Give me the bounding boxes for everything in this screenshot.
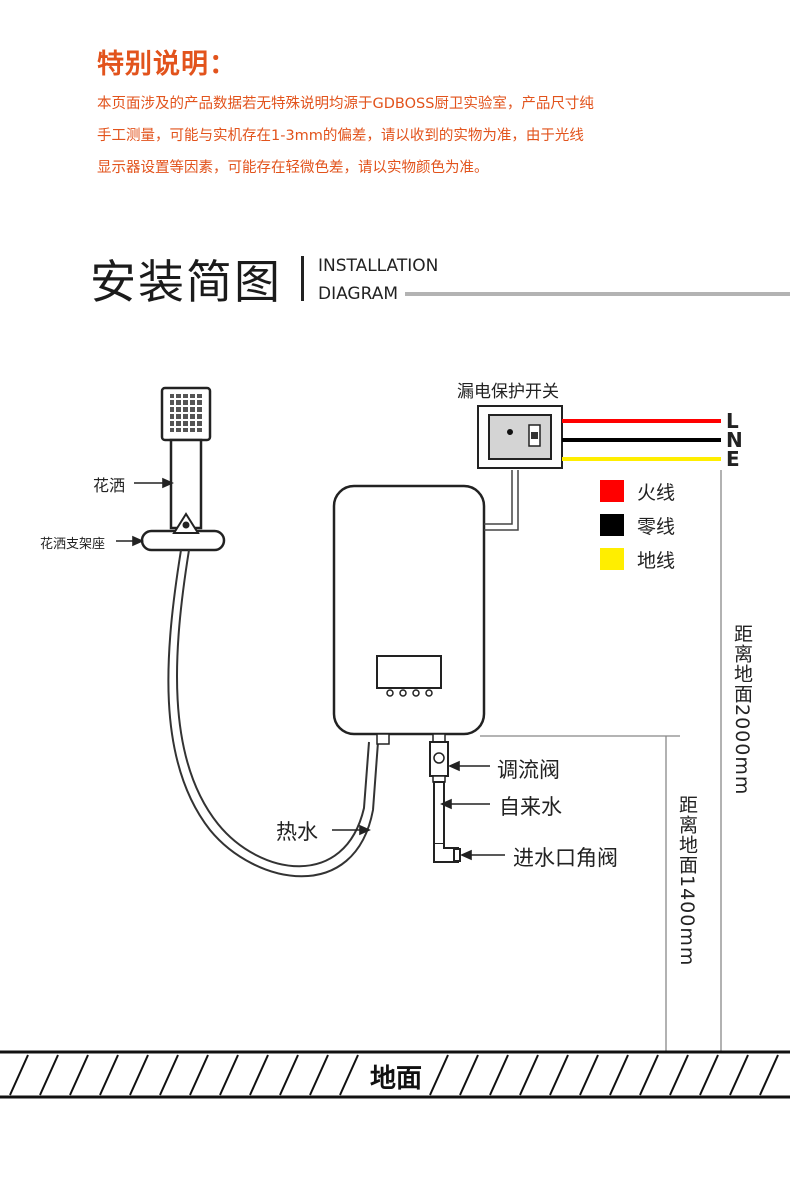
wires bbox=[562, 419, 721, 461]
legend-label-neutral: 零线 bbox=[637, 516, 676, 538]
shower-bracket bbox=[140, 512, 226, 552]
legend-label-ground: 地线 bbox=[637, 550, 676, 572]
section-title: 安装简图 bbox=[90, 255, 282, 309]
notice-title: 特别说明： bbox=[97, 49, 237, 80]
section-divider bbox=[301, 256, 304, 301]
label-height-1400: 距离地面1400mm bbox=[676, 795, 698, 967]
label-leakage-switch: 漏电保护开关 bbox=[457, 382, 559, 402]
hot-water-outlet bbox=[376, 733, 390, 745]
power-cable bbox=[484, 470, 519, 531]
section-subtitle-line1: INSTALLATION bbox=[318, 256, 439, 276]
label-hot-water: 热水 bbox=[276, 820, 318, 844]
notice-line: 手工测量，可能与实机存在1-3mm的偏差，请以收到的实物为准，由于光线 bbox=[97, 128, 584, 144]
notice-line: 本页面涉及的产品数据若无特殊说明均源于GDBOSS厨卫实验室，产品尺寸纯 bbox=[97, 96, 594, 112]
water-heater bbox=[332, 484, 486, 736]
shower-hose bbox=[167, 549, 379, 878]
legend-swatch-neutral bbox=[600, 514, 624, 536]
label-ground: 地面 bbox=[366, 1058, 427, 1095]
legend-swatch-live bbox=[600, 480, 624, 502]
terminal-e: E bbox=[726, 447, 740, 471]
label-arrows bbox=[116, 477, 505, 861]
terminal-l: L bbox=[726, 409, 739, 433]
leakage-switch bbox=[477, 405, 563, 469]
reference-lines bbox=[480, 470, 722, 1052]
ground-hatch bbox=[0, 1050, 790, 1099]
label-inlet-angle-valve: 进水口角阀 bbox=[513, 846, 618, 870]
section-rule bbox=[405, 292, 790, 296]
label-height-2000: 距离地面2000mm bbox=[731, 624, 753, 796]
shower-head bbox=[160, 386, 212, 530]
flow-valve bbox=[429, 733, 449, 783]
notice-line: 显示器设置等因素，可能存在轻微色差，请以实物颜色为准。 bbox=[97, 160, 489, 176]
label-shower-head: 花洒 bbox=[93, 476, 126, 495]
label-shower-bracket: 花洒支架座 bbox=[40, 537, 106, 552]
inlet-pipe bbox=[433, 781, 461, 863]
label-tap-water: 自来水 bbox=[499, 795, 562, 819]
notice-body: 本页面涉及的产品数据若无特殊说明均源于GDBOSS厨卫实验室，产品尺寸纯 手工测… bbox=[97, 88, 707, 184]
terminal-n: N bbox=[726, 428, 743, 452]
legend-swatch-ground bbox=[600, 548, 624, 570]
legend-label-live: 火线 bbox=[637, 482, 676, 504]
label-flow-valve: 调流阀 bbox=[497, 758, 560, 782]
section-subtitle-line2: DIAGRAM bbox=[318, 284, 399, 304]
